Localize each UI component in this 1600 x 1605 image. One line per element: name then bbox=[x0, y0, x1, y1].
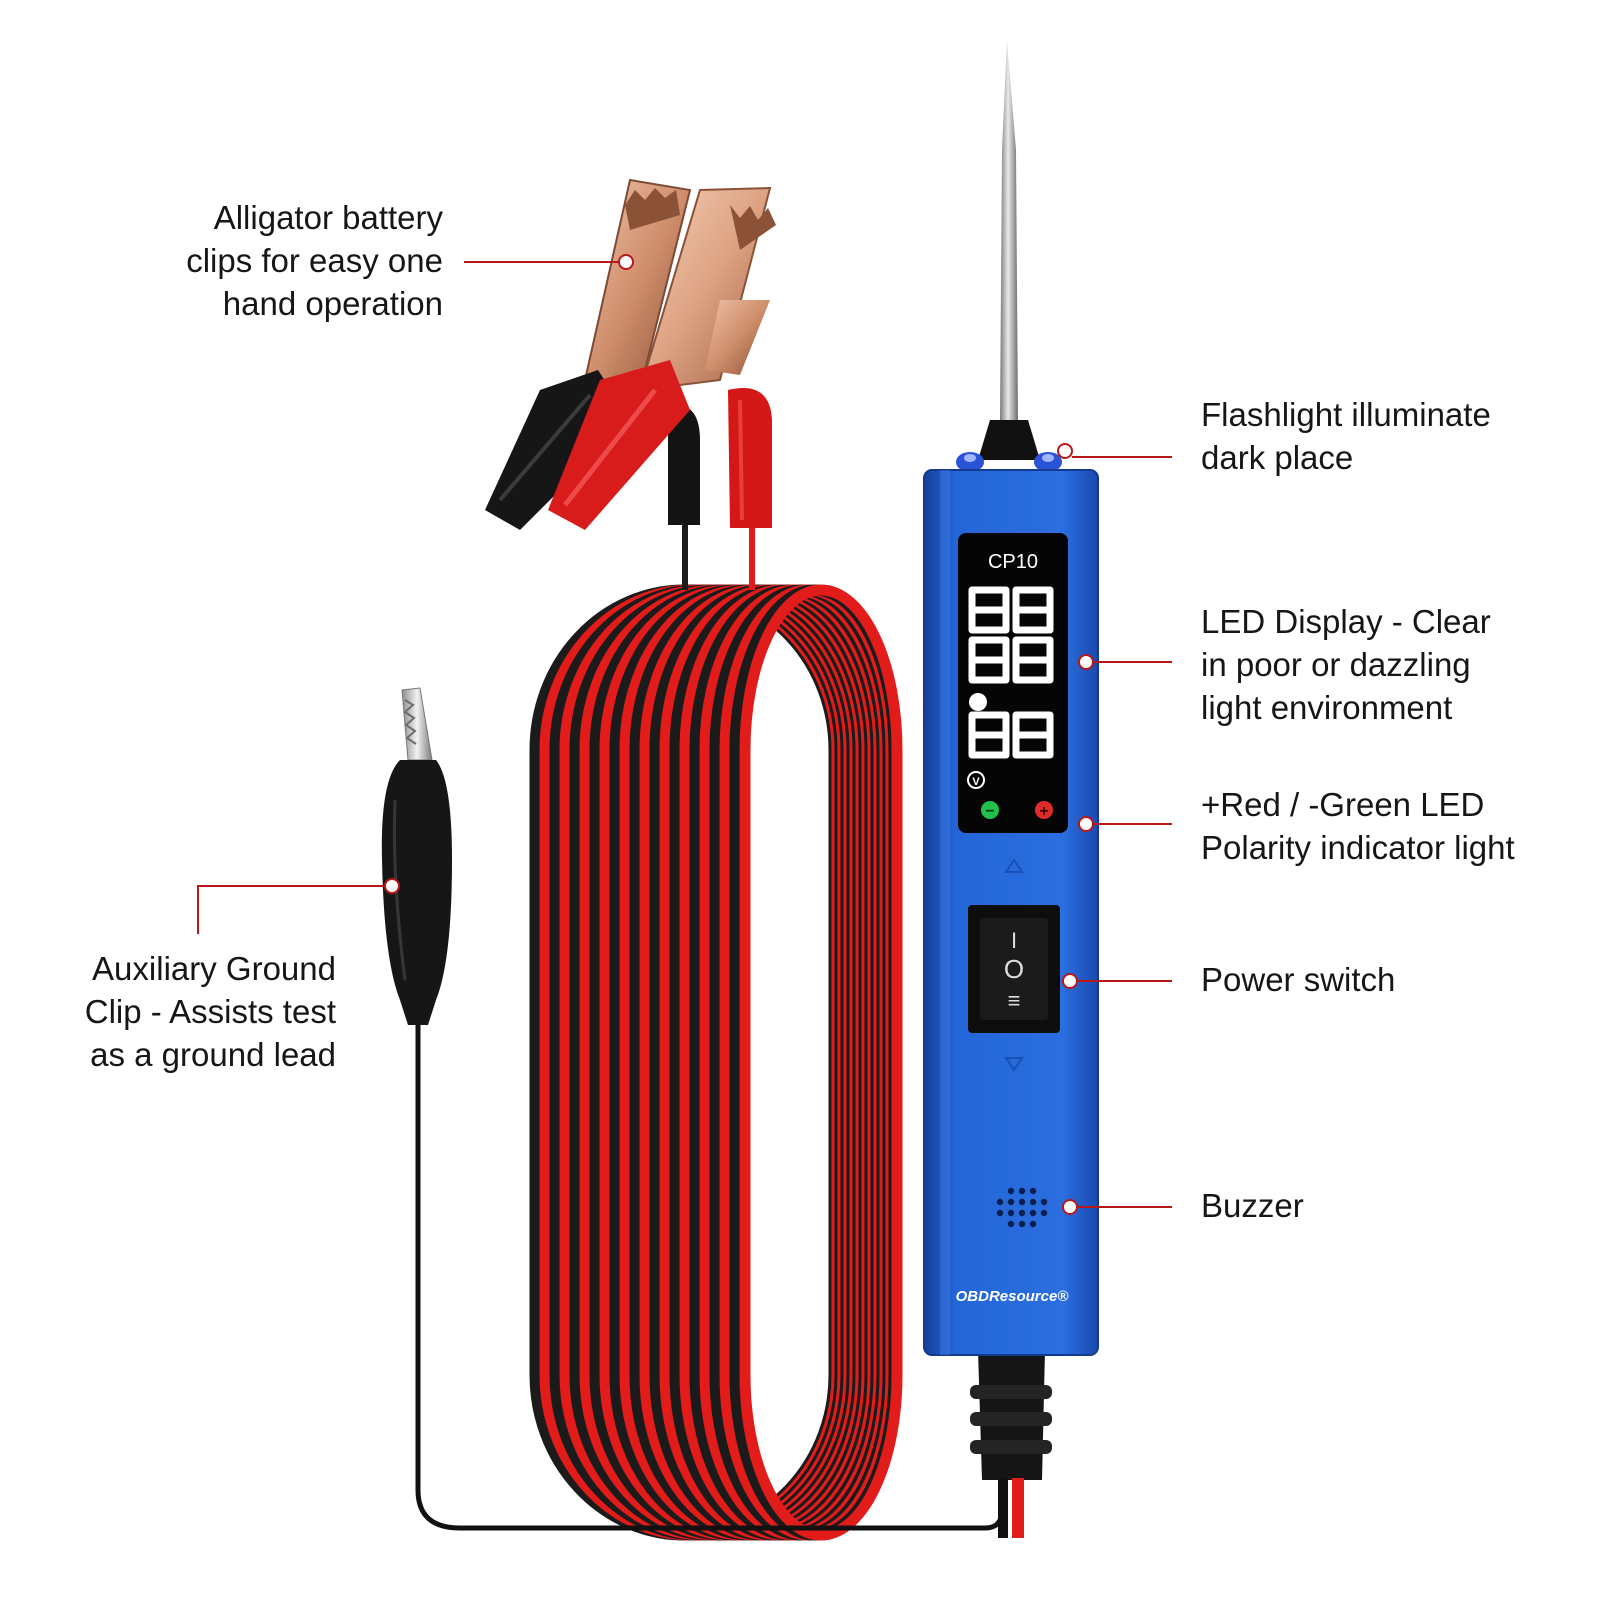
tester-cable-strain-relief bbox=[970, 1350, 1052, 1538]
seven-segment-digit bbox=[968, 586, 1010, 634]
buzzer-hole bbox=[1018, 1220, 1026, 1228]
red-alligator-clip bbox=[548, 186, 776, 530]
switch-direction-arrows bbox=[1004, 858, 1024, 1072]
volt-unit-icon bbox=[967, 771, 985, 789]
callout-line: Buzzer bbox=[1201, 1187, 1304, 1224]
switch-mode-symbol: ≡ bbox=[1008, 988, 1021, 1013]
buzzer-hole bbox=[1029, 1220, 1037, 1228]
buzzer-hole bbox=[1018, 1209, 1026, 1217]
callout-line: in poor or dazzling bbox=[1201, 646, 1471, 683]
switch-on-symbol: I bbox=[1011, 928, 1017, 953]
auxiliary-ground-callout: Auxiliary Ground Clip - Assists test as … bbox=[85, 947, 336, 1076]
switch-off-symbol: O bbox=[1004, 954, 1024, 984]
flashlight-leds bbox=[956, 452, 1062, 472]
alligator-battery-clips bbox=[485, 178, 776, 530]
buzzer-callout: Buzzer bbox=[1201, 1184, 1304, 1227]
seven-segment-digit bbox=[1012, 711, 1054, 759]
cable-loop bbox=[739, 584, 903, 1541]
buzzer-hole bbox=[1007, 1220, 1015, 1228]
callout-line: as a ground lead bbox=[90, 1036, 336, 1073]
buzzer-speaker-grille-icon bbox=[996, 1187, 1048, 1228]
callout-line: hand operation bbox=[222, 285, 443, 322]
seven-segment-digit bbox=[1012, 586, 1054, 634]
callout-line: Power switch bbox=[1201, 961, 1396, 998]
seven-segment-digits bbox=[968, 586, 1054, 759]
seven-segment-digit bbox=[968, 636, 1010, 684]
model-label: CP10 bbox=[988, 551, 1038, 573]
callout-line: light environment bbox=[1201, 689, 1453, 726]
callout-line: +Red / -Green LED bbox=[1201, 786, 1485, 823]
buzzer-hole bbox=[1029, 1187, 1037, 1195]
buzzer-hole bbox=[1040, 1209, 1048, 1217]
buzzer-hole bbox=[1007, 1209, 1015, 1217]
buzzer-hole bbox=[1007, 1198, 1015, 1206]
callout-line: Auxiliary Ground bbox=[92, 950, 336, 987]
power-switch-callout: Power switch bbox=[1201, 958, 1395, 1001]
decimal-point bbox=[969, 693, 987, 711]
callout-line: Flashlight illuminate bbox=[1201, 396, 1491, 433]
auxiliary-ground-clip bbox=[381, 687, 452, 1025]
positive-red-led-icon bbox=[1035, 801, 1053, 819]
flashlight-callout: Flashlight illuminate dark place bbox=[1201, 393, 1491, 479]
callout-line: clips for easy one bbox=[186, 242, 443, 279]
buzzer-hole bbox=[1018, 1187, 1026, 1195]
led-display: CP10 V − + bbox=[958, 533, 1068, 833]
callout-line: Clip - Assists test bbox=[84, 993, 336, 1030]
callout-line: dark place bbox=[1201, 439, 1354, 476]
seven-segment-digit bbox=[968, 711, 1010, 759]
callout-line: Alligator battery bbox=[213, 199, 443, 236]
negative-symbol: − bbox=[985, 803, 994, 820]
callout-line: LED Display - Clear bbox=[1201, 603, 1491, 640]
callout-line: Polarity indicator light bbox=[1201, 829, 1515, 866]
probe-tip bbox=[978, 40, 1040, 460]
positive-symbol: + bbox=[1039, 803, 1048, 820]
callout-leaders bbox=[197, 254, 1172, 1215]
negative-green-led-icon bbox=[981, 801, 999, 819]
buzzer-hole bbox=[996, 1198, 1004, 1206]
coiled-cable bbox=[529, 584, 903, 1541]
brand-logo: OBDResource® bbox=[956, 1288, 1070, 1305]
buzzer-hole bbox=[1007, 1187, 1015, 1195]
power-probe-tester: CP10 V − + I O ≡ OBDResource® bbox=[923, 469, 1099, 1356]
alligator-clips-callout: Alligator battery clips for easy one han… bbox=[186, 196, 443, 325]
buzzer-hole bbox=[1029, 1209, 1037, 1217]
clip-leads bbox=[682, 520, 755, 590]
buzzer-hole bbox=[996, 1209, 1004, 1217]
led-display-callout: LED Display - Clear in poor or dazzling … bbox=[1201, 600, 1491, 729]
buzzer-hole bbox=[1040, 1198, 1048, 1206]
buzzer-hole bbox=[1029, 1198, 1037, 1206]
buzzer-hole bbox=[1018, 1198, 1026, 1206]
seven-segment-digit bbox=[1012, 636, 1054, 684]
power-switch[interactable]: I O ≡ bbox=[968, 905, 1060, 1033]
polarity-callout: +Red / -Green LED Polarity indicator lig… bbox=[1201, 783, 1515, 869]
volt-unit-label: V bbox=[972, 776, 980, 788]
